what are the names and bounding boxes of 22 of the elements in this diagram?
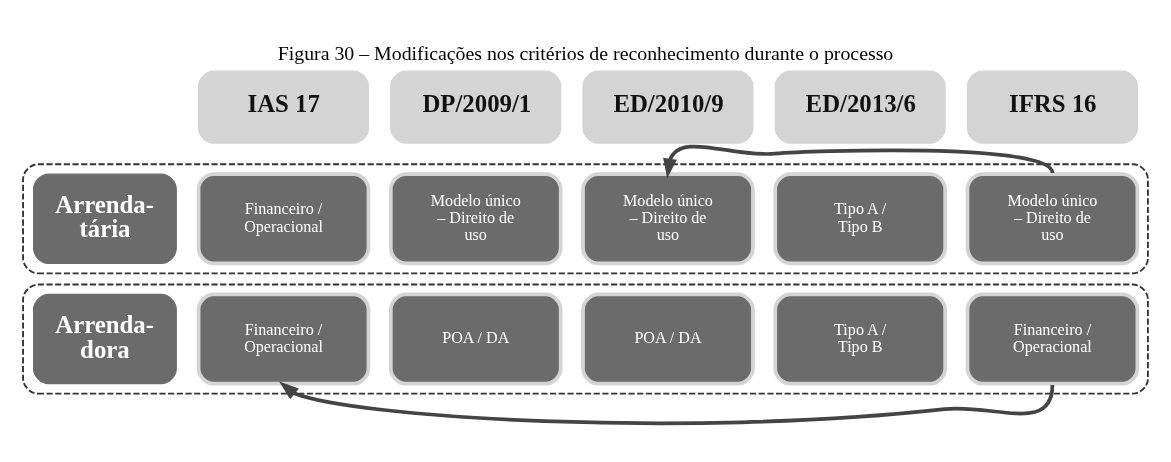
node-box: Arrenda- dora	[33, 293, 177, 384]
node-box: Modelo único – Direito de uso	[388, 171, 563, 265]
cluster	[22, 162, 1149, 274]
node-box: Financeiro / Operacional	[965, 292, 1140, 386]
arrow	[663, 144, 1054, 178]
node-box: DP/2009/1	[390, 70, 562, 144]
node-box: POA / DA	[581, 292, 755, 386]
node-box: Modelo único – Direito de uso	[581, 171, 755, 265]
diagram-title: Figura 30 – Modificações nos critérios de reconhecimento durante o processo	[277, 41, 894, 64]
node-box: ED/2013/6	[774, 70, 946, 144]
cluster	[22, 283, 1149, 395]
node-box: Financeiro / Operacional	[196, 171, 371, 265]
node-box: Modelo único – Direito de uso	[965, 171, 1140, 265]
node-box: Arrenda- tária	[33, 173, 177, 264]
node-box: IFRS 16	[966, 70, 1138, 144]
node-box: Tipo A / Tipo B	[773, 171, 947, 265]
node-box: ED/2010/9	[582, 70, 754, 144]
arrow	[279, 380, 1055, 425]
node-box: Financeiro / Operacional	[196, 292, 371, 386]
node-box: POA / DA	[388, 292, 563, 386]
node-box: IAS 17	[197, 70, 370, 144]
node-box: Tipo A / Tipo B	[773, 292, 947, 386]
